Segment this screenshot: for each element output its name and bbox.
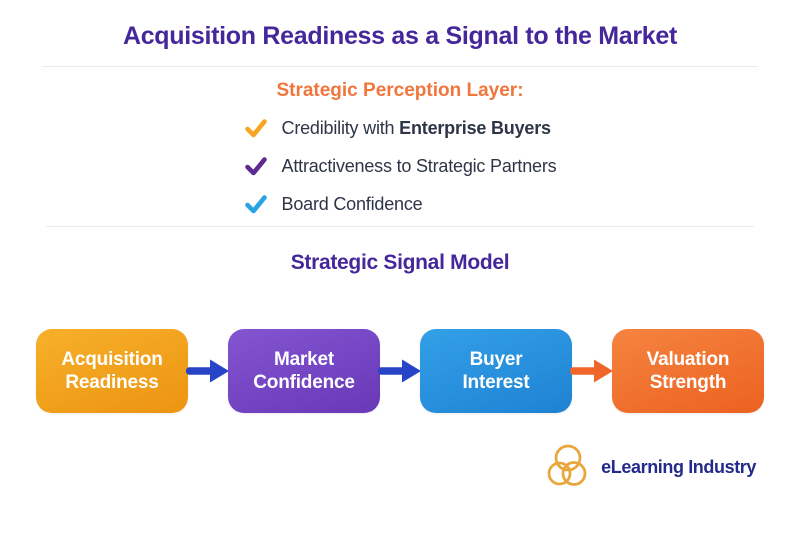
step-label-line: Interest	[462, 372, 530, 393]
list-item-text: Credibility with Enterprise Buyers	[281, 117, 552, 138]
model-heading: Strategic Signal Model	[290, 251, 510, 274]
arrow-right-icon	[186, 359, 229, 383]
list-item-text: Board Confidence	[281, 193, 423, 214]
elearning-industry-logo-icon	[547, 444, 587, 486]
step-label-line: Readiness	[65, 372, 159, 393]
list-item: Credibility with Enterprise Buyers	[244, 116, 557, 140]
list-item-text: Attractiveness to Strategic Partners	[281, 155, 557, 176]
perception-heading: Strategic Perception Layer:	[276, 80, 524, 101]
step-label-line: Confidence	[253, 372, 355, 393]
check-icon	[244, 119, 267, 138]
flow-step-acquisition-readiness: Acquisition Readiness	[36, 329, 188, 413]
brand-name: eLearning Industry	[601, 456, 756, 477]
list-item: Attractiveness to Strategic Partners	[244, 154, 557, 178]
list-item: Board Confidence	[244, 192, 557, 216]
arrow-right-icon	[378, 359, 421, 383]
perception-section: Strategic Perception Layer: Credibility …	[244, 80, 557, 216]
flow-diagram: Acquisition Readiness Market Confidence …	[0, 329, 800, 413]
step-label-line: Valuation	[646, 348, 730, 370]
step-label-line: Acquisition	[61, 348, 163, 370]
check-icon	[244, 157, 267, 176]
step-label-line: Market	[273, 348, 335, 370]
step-label-line: Buyer	[469, 348, 523, 370]
divider-top	[42, 66, 758, 67]
step-label-line: Strength	[649, 372, 727, 393]
page-title: Acquisition Readiness as a Signal to the…	[122, 22, 678, 50]
flow-step-buyer-interest: Buyer Interest	[420, 329, 572, 413]
flow-step-valuation-strength: Valuation Strength	[612, 329, 764, 413]
flow-step-market-confidence: Market Confidence	[228, 329, 380, 413]
perception-list: Credibility with Enterprise Buyers Attra…	[244, 116, 557, 216]
arrow-right-icon	[570, 359, 613, 383]
brand-footer: eLearning Industry	[0, 443, 800, 491]
check-icon	[244, 195, 267, 214]
divider-middle	[46, 226, 754, 227]
